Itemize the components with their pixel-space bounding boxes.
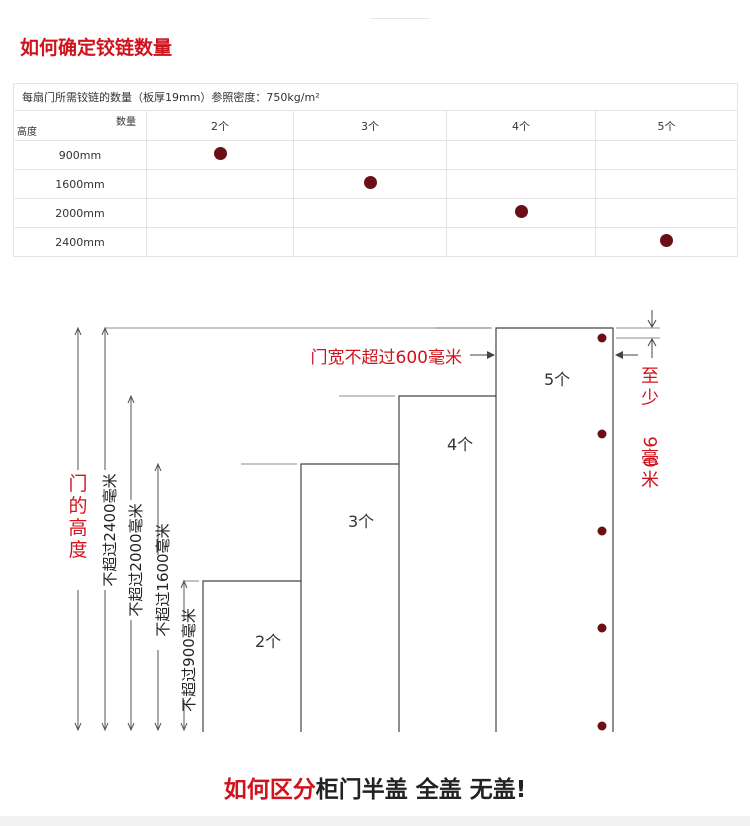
- dimension-arrowhead: [101, 722, 109, 732]
- table-cell: [293, 169, 447, 199]
- door-hinge-count-label: 2个: [255, 632, 281, 651]
- hinge-marker-dot: [363, 176, 377, 189]
- dimension-arrowhead: [74, 722, 82, 732]
- table-row: 2000mm: [13, 198, 739, 228]
- spacing-note-char: 9: [639, 436, 660, 447]
- width-note-arrowhead: [487, 351, 495, 359]
- table-cell: [146, 198, 294, 228]
- column-header: 5个: [594, 110, 739, 141]
- spacing-arrowhead: [647, 319, 657, 329]
- spacing-note-char: 少: [641, 388, 659, 409]
- table-cell: [446, 169, 596, 199]
- table-corner-cell: 数量 高度: [13, 110, 147, 141]
- table-cell: [446, 140, 596, 170]
- spacing-note-char: 毫: [641, 448, 659, 469]
- dimension-arrowhead: [127, 722, 135, 732]
- row-height-label: 1600mm: [13, 169, 147, 199]
- width-note: 门宽不超过600毫米: [311, 348, 462, 368]
- hinge-marker-dot: [660, 234, 674, 247]
- height-limit-label: 不超过2000毫米: [127, 503, 145, 616]
- height-axis-label-char: 度: [68, 539, 87, 561]
- hinge-dot: [597, 623, 607, 633]
- table-cell: [446, 198, 596, 228]
- page-title: 如何确定铰链数量: [20, 37, 173, 59]
- height-limit-label: 不超过2400毫米: [101, 473, 119, 586]
- table-cell: [293, 227, 447, 257]
- height-axis-label-char: 高: [68, 517, 87, 539]
- hinge-dot: [597, 333, 607, 343]
- dimension-arrowhead: [154, 722, 162, 732]
- dimension-arrowhead: [180, 579, 188, 589]
- spacing-note-char: 米: [641, 470, 659, 491]
- height-limit-label: 不超过1600毫米: [154, 523, 172, 636]
- door-hinge-count-label: 4个: [447, 435, 473, 454]
- door-outline: [495, 327, 614, 732]
- table-cell: [594, 169, 739, 199]
- dimension-arrowhead: [180, 722, 188, 732]
- corner-height-label: 高度: [17, 127, 37, 138]
- table-cell: [594, 198, 739, 228]
- top-divider: [370, 18, 430, 19]
- table-cell: [293, 198, 447, 228]
- table-cell: [594, 140, 739, 170]
- hinge-diagram: 2个 3个 4个 5个门的高度不超过2400毫米不超过2000毫米不超过1600毫米不…: [68, 310, 660, 732]
- table-row: 900mm: [13, 140, 739, 170]
- column-header: 4个: [446, 110, 596, 141]
- hinge-count-table: 每扇门所需铰链的数量（板厚19mm）参照密度：750kg/m² 数量 高度 2个…: [12, 83, 739, 257]
- bottom-divider: [0, 816, 750, 826]
- column-header: 3个: [293, 110, 447, 141]
- table-cell: [146, 227, 294, 257]
- table-header-row: 数量 高度 2个 3个 4个 5个: [13, 110, 739, 141]
- height-axis-label-char: 的: [68, 495, 87, 517]
- table-caption: 每扇门所需铰链的数量（板厚19mm）参照密度：750kg/m²: [12, 83, 739, 111]
- spacing-note-char: 0: [639, 456, 660, 467]
- corner-quantity-label: 数量: [116, 117, 136, 128]
- table-cell: [146, 140, 294, 170]
- table-row: 1600mm: [13, 169, 739, 199]
- dimension-arrowhead: [127, 394, 135, 404]
- height-axis-label-char: 门: [68, 473, 87, 495]
- hinge-dot: [597, 721, 607, 731]
- dimension-arrowhead: [74, 326, 82, 336]
- spacing-arrowhead: [647, 337, 657, 347]
- hinge-dot: [597, 526, 607, 536]
- table-cell: [293, 140, 447, 170]
- table-row: 2400mm: [13, 227, 739, 257]
- bottom-title-highlight: 如何区分: [223, 777, 316, 803]
- height-limit-label: 不超过900毫米: [180, 608, 198, 712]
- column-header: 2个: [146, 110, 294, 141]
- door-hinge-count-label: 3个: [348, 512, 374, 531]
- spacing-note-char: 至: [641, 366, 659, 387]
- bottom-title-text: 柜门半盖 全盖 无盖!: [315, 777, 527, 803]
- table-cell: [446, 227, 596, 257]
- hinge-marker-dot: [213, 147, 227, 160]
- row-height-label: 2000mm: [13, 198, 147, 228]
- width-note-arrowhead: [615, 351, 623, 359]
- table-cell: [146, 169, 294, 199]
- row-height-label: 900mm: [13, 140, 147, 170]
- bottom-title: 如何区分柜门半盖 全盖 无盖!: [0, 770, 750, 804]
- hinge-dot: [597, 429, 607, 439]
- door-hinge-count-label: 5个: [544, 370, 570, 389]
- dimension-arrowhead: [154, 462, 162, 472]
- table-cell: [594, 227, 739, 257]
- row-height-label: 2400mm: [13, 227, 147, 257]
- hinge-marker-dot: [514, 205, 528, 218]
